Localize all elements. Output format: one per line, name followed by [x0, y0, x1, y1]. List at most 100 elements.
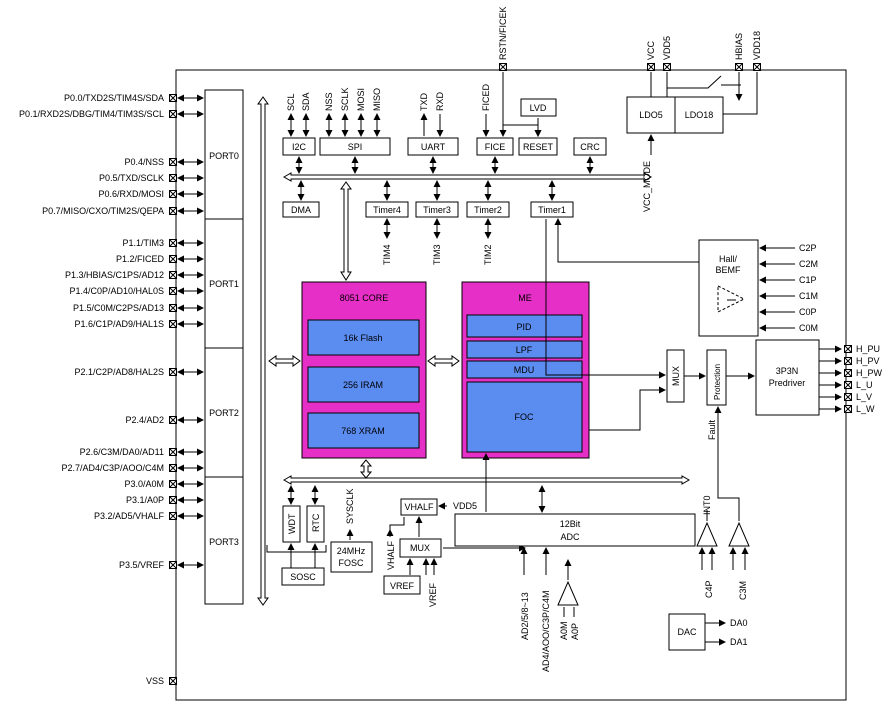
me-title: ME	[518, 293, 532, 303]
flash-box	[307, 319, 420, 356]
predriver-label-2: Predriver	[769, 378, 806, 388]
tim4-label: TIM4	[382, 244, 392, 265]
output-pin-icon	[844, 369, 852, 377]
sysclk-label: SYSCLK	[345, 488, 355, 524]
pin-icon	[169, 271, 177, 279]
pin-label: P0.7/MISO/CXO/TIM2S/QEPA	[42, 206, 164, 216]
reset-box	[518, 137, 558, 156]
tim3-label: TIM3	[432, 244, 442, 265]
vhalf-label: VHALF	[386, 540, 396, 570]
core-title: 8051 CORE	[340, 293, 389, 303]
mux-bottom-box	[399, 538, 442, 558]
pin-label: P0.5/TXD/SCLK	[99, 173, 164, 183]
mdu-box	[466, 360, 583, 379]
vref-box	[383, 575, 421, 595]
port0-box	[204, 89, 244, 220]
output-label: H_PU	[856, 344, 880, 354]
pin-icon	[169, 239, 177, 247]
pin-icon	[169, 207, 177, 215]
wdt-box	[282, 505, 301, 543]
output-pin-icon	[844, 405, 852, 413]
pin-icon	[169, 287, 177, 295]
top-pin-icon	[663, 63, 671, 71]
comparator-int0-icon	[696, 521, 718, 547]
lpf-box	[466, 340, 583, 359]
rtc-label: RTC	[311, 513, 321, 532]
port1-box	[204, 218, 244, 349]
xram-label: 768 XRAM	[341, 426, 385, 436]
port0-label: PORT0	[209, 151, 239, 161]
protection-label: Protection	[713, 364, 722, 400]
top-pin-icon	[753, 63, 761, 71]
a0m-label: A0M	[559, 621, 569, 640]
port1-label: PORT1	[209, 279, 239, 289]
pin-label: P1.2/FICED	[116, 254, 165, 264]
top-peripherals: I2C SPI UART FICE RESET LVD CRC SCL SDA …	[282, 72, 607, 174]
bus-core-link	[268, 355, 301, 367]
dac-box	[668, 613, 706, 651]
i2c-label: I2C	[292, 142, 307, 152]
pin-label: P2.7/AD4/C3P/AOO/C4M	[61, 463, 164, 473]
foc-label: FOC	[515, 412, 534, 422]
i2c-box	[282, 137, 316, 156]
adc-box	[454, 513, 696, 547]
port2-label: PORT2	[209, 408, 239, 418]
pin-icon	[169, 304, 177, 312]
core-bottom-bus-link	[359, 459, 373, 479]
timer4-label: Timer4	[373, 205, 401, 215]
ldo18-label: LDO18	[685, 110, 714, 120]
nss-label: NSS	[324, 92, 334, 111]
c3m-label: C3M	[738, 581, 748, 600]
predriver-label-1: 3P3N	[776, 366, 799, 376]
pin-icon	[169, 174, 177, 182]
pin-label: VSS	[146, 676, 164, 686]
timer1-box	[530, 201, 574, 218]
int0-label: INT0	[702, 495, 712, 515]
top-bus	[282, 172, 653, 182]
pin-icon	[169, 512, 177, 520]
txd-label: TXD	[419, 92, 429, 111]
port2-box	[204, 347, 244, 478]
timer4-box	[365, 201, 409, 218]
hall-label-2: BEMF	[715, 265, 741, 275]
ad-a-label: AD2/5/8~13	[520, 592, 530, 640]
opamp-icon	[557, 559, 579, 606]
pin-icon	[169, 255, 177, 263]
vdd5-bottom-label: VDD5	[453, 501, 477, 511]
port3-label: PORT3	[209, 537, 239, 547]
port-column: PORT0 PORT1 PORT2 PORT3	[204, 89, 244, 605]
hall-block: Hall/ BEMF	[554, 218, 759, 337]
c4p-label: C4P	[704, 580, 714, 598]
wdt-label: WDT	[287, 513, 297, 534]
lvd-label: LVD	[530, 103, 547, 113]
pin-icon	[169, 110, 177, 118]
ldo-group: LDO5 LDO18 VCC_MODE	[626, 72, 758, 212]
pin-label: P0.4/NSS	[124, 157, 164, 167]
bottom-section: WDT RTC SOSC 24MHz FOSC SYSCLK VHALF VDD…	[266, 453, 750, 672]
fosc-label-1: 24MHz	[337, 546, 366, 556]
output-pin-icon	[844, 345, 852, 353]
mosi-label: MOSI	[356, 88, 366, 111]
mux-right-label: MUX	[671, 366, 681, 386]
pin-label: P3.2/AD5/VHALF	[94, 511, 165, 521]
hall-label-1: Hall/	[719, 254, 738, 264]
pid-label: PID	[516, 322, 532, 332]
sosc-box	[281, 567, 325, 586]
output-label: H_PV	[856, 356, 880, 366]
vertical-bus	[257, 96, 269, 606]
reset-label: RESET	[523, 142, 554, 152]
top-pin-label: VDD5	[662, 36, 672, 60]
pin-icon	[169, 464, 177, 472]
lpf-label: LPF	[516, 345, 533, 355]
hall-box	[698, 239, 759, 337]
top-pin-icon	[647, 63, 655, 71]
me-block: ME PID LPF MDU FOC	[461, 281, 590, 459]
dma-label: DMA	[291, 205, 311, 215]
uart-label: UART	[421, 142, 446, 152]
vhalf-box	[400, 498, 438, 516]
pin-label: P0.1/RXD2S/DBG/TIM4/TIM3S/SCL	[19, 109, 164, 119]
mdu-label: MDU	[514, 365, 535, 375]
rxd-label: RXD	[435, 91, 445, 111]
